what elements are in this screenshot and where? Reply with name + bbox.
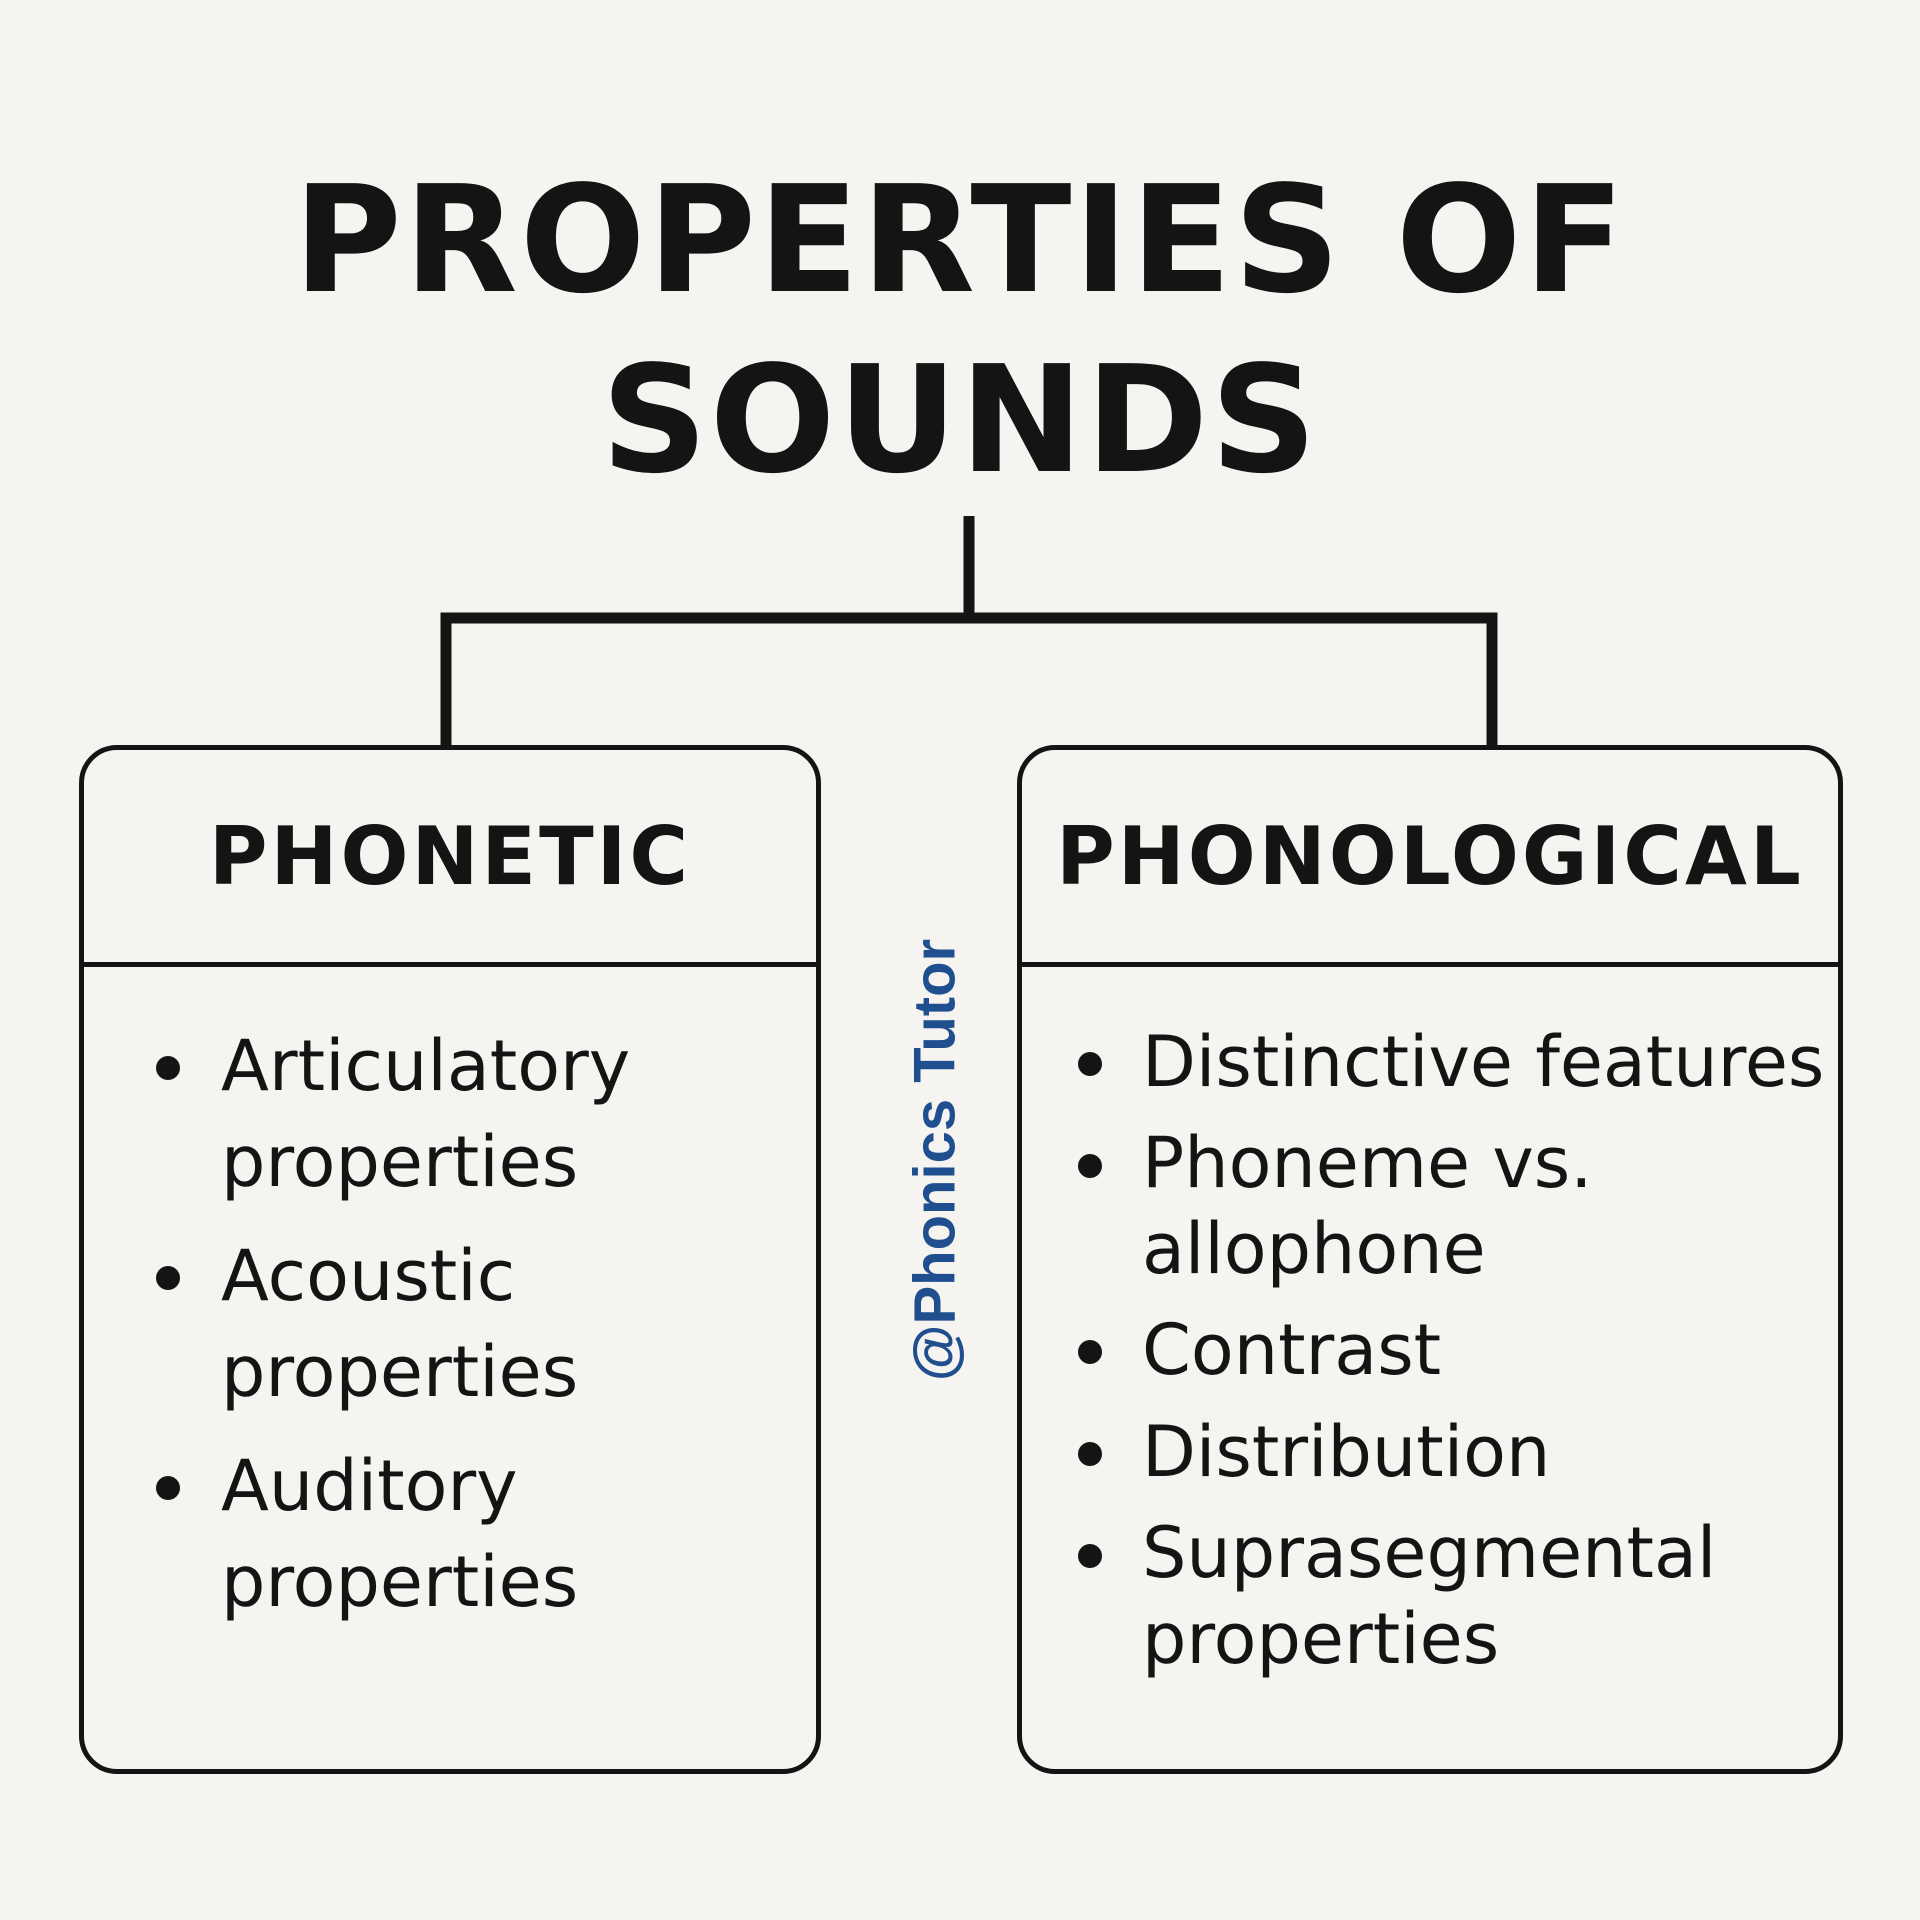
bullet-icon (1078, 1442, 1102, 1466)
bullet-icon (1078, 1052, 1102, 1076)
list-item: Distinctive features (1022, 1018, 1838, 1106)
list-item-text: Auditory properties (221, 1445, 579, 1623)
list-item: Distribution (1022, 1408, 1838, 1496)
list-item: Contrast (1022, 1306, 1838, 1394)
phonetic-heading: PHONETIC (84, 750, 816, 967)
bullet-icon (156, 1476, 180, 1500)
list-item-text: Articulatory properties (221, 1025, 631, 1203)
phonetic-list: Articulatory properties Acoustic propert… (84, 1018, 816, 1648)
list-item-text: Contrast (1142, 1309, 1442, 1391)
list-item-text: Phoneme vs. allophone (1142, 1122, 1593, 1290)
branch-bar-line (440, 612, 1498, 748)
list-item: Suprasegmental properties (1022, 1510, 1838, 1682)
list-item-text: Acoustic properties (221, 1235, 579, 1413)
diagram-title: PROPERTIES OF SOUNDS (0, 150, 1920, 510)
bullet-icon (156, 1056, 180, 1080)
phonetic-box: PHONETIC Articulatory properties Acousti… (79, 745, 821, 1774)
list-item: Phoneme vs. allophone (1022, 1120, 1838, 1292)
list-item: Acoustic properties (84, 1228, 816, 1420)
bullet-icon (1078, 1340, 1102, 1364)
list-item: Auditory properties (84, 1438, 816, 1630)
list-item-text: Suprasegmental properties (1142, 1512, 1717, 1680)
list-item-text: Distribution (1142, 1411, 1551, 1493)
list-item: Articulatory properties (84, 1018, 816, 1210)
phonological-box: PHONOLOGICAL Distinctive features Phonem… (1017, 745, 1843, 1774)
phonological-heading: PHONOLOGICAL (1022, 750, 1838, 967)
phonological-list: Distinctive features Phoneme vs. allopho… (1022, 1018, 1838, 1696)
list-item-text: Distinctive features (1142, 1021, 1825, 1103)
diagram-title-line-1: PROPERTIES OF (293, 154, 1627, 326)
bullet-icon (156, 1266, 180, 1290)
bullet-icon (1078, 1544, 1102, 1568)
diagram-title-line-2: SOUNDS (601, 334, 1319, 506)
watermark-text: @Phonics Tutor (902, 938, 968, 1382)
bullet-icon (1078, 1154, 1102, 1178)
